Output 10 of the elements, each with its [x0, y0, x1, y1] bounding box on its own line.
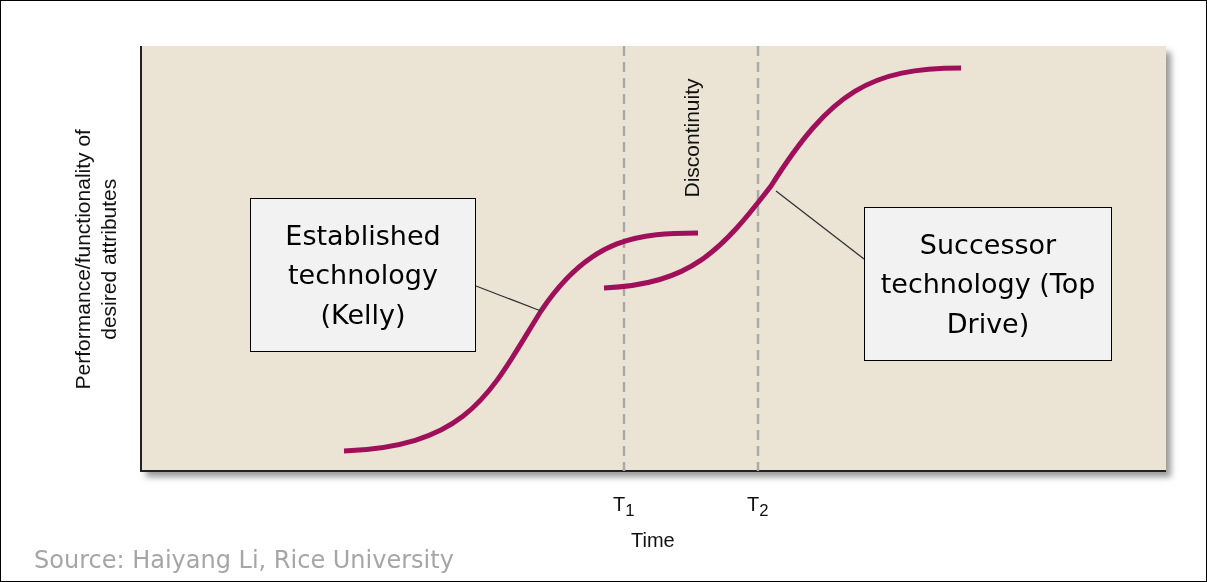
axis-title: Performance/functionality of desired attributes — [69, 127, 121, 391]
axis-title: Time — [631, 529, 675, 552]
leader-line — [775, 190, 865, 260]
tick-label: T$_{2}$ — [747, 493, 769, 521]
tick-label: T$_{1}$ — [613, 493, 635, 521]
label-box: Successor technology (Top Drive) — [864, 207, 1112, 361]
leader-line — [475, 285, 542, 312]
label-box: Established technology (Kelly) — [250, 198, 476, 352]
annotation-text: Discontinuity — [679, 78, 704, 198]
source-note: Source: Haiyang Li, Rice University — [34, 546, 454, 574]
